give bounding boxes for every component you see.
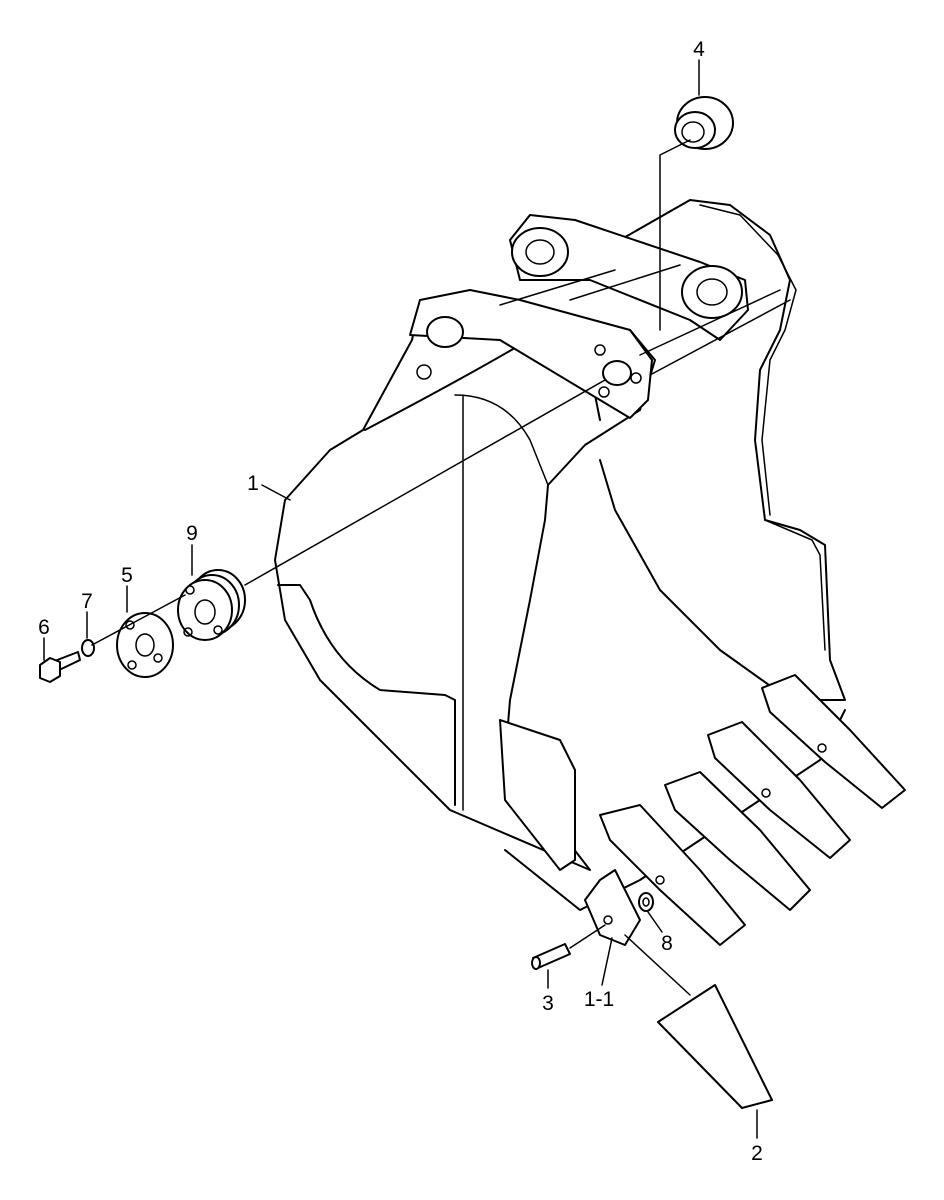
bucket-assembly bbox=[274, 199, 906, 946]
shim-bolt-hole-a bbox=[185, 585, 195, 595]
tooth-pin-hole-2 bbox=[655, 875, 665, 885]
bucket-bolt-hole-c bbox=[598, 386, 610, 398]
bucket-side-cutout bbox=[277, 584, 456, 806]
tooth-1 bbox=[584, 869, 641, 946]
bucket-cutting-edge bbox=[504, 709, 846, 911]
bushing-bore bbox=[681, 121, 705, 143]
callout-3: 3 bbox=[542, 992, 554, 1015]
tooth-tip-body bbox=[657, 984, 773, 1109]
washer-plate-bore bbox=[135, 633, 155, 657]
tooth-pin-hole-3 bbox=[761, 788, 771, 798]
leader-8 bbox=[647, 911, 663, 933]
callout-9: 9 bbox=[186, 522, 198, 545]
callout-2: 2 bbox=[751, 1142, 763, 1165]
part-4-bushing bbox=[674, 96, 734, 150]
part-7-lock-washer bbox=[81, 639, 95, 657]
bucket-top-lug-front bbox=[409, 289, 653, 419]
callout-4: 4 bbox=[693, 38, 705, 61]
tooth-3 bbox=[664, 771, 811, 911]
bucket-pin-bore-mid bbox=[525, 239, 555, 265]
bucket-pin-boss-side bbox=[602, 360, 632, 386]
bucket-bolt-hole-d bbox=[416, 364, 432, 380]
bucket-cross-member bbox=[499, 264, 791, 376]
callout-8: 8 bbox=[661, 932, 673, 955]
bolt-head bbox=[39, 657, 61, 683]
axis-line-washer bbox=[91, 594, 186, 646]
tooth-pin-hole-1 bbox=[603, 915, 613, 925]
tooth-pin-hole-4 bbox=[817, 743, 827, 753]
bucket-pin-boss-mid bbox=[511, 227, 569, 277]
pin-lock-bore bbox=[642, 897, 650, 907]
bucket-bolt-hole-a bbox=[594, 344, 606, 356]
bucket-pin-bore-rear bbox=[696, 278, 728, 306]
bucket-right-side-plate bbox=[599, 199, 846, 701]
tooth-2 bbox=[599, 804, 746, 946]
axis-line-tooth bbox=[569, 924, 691, 996]
leader-1 bbox=[261, 484, 291, 501]
tooth-4 bbox=[707, 721, 851, 859]
callout-1: 1 bbox=[247, 472, 259, 495]
washer-hole-c bbox=[127, 660, 137, 670]
part-2-tooth-tip bbox=[657, 984, 773, 1109]
tooth-tip-edge bbox=[741, 1099, 773, 1109]
part-8-pin-lock bbox=[638, 892, 654, 912]
callout-labels: 4 1 9 5 7 6 8 3 1-1 2 bbox=[38, 38, 763, 1165]
bucket-teeth-row bbox=[584, 674, 906, 946]
washer-hole-b bbox=[153, 653, 163, 663]
shim-bolt-hole-c bbox=[213, 625, 223, 635]
bucket-wear-strip bbox=[764, 519, 826, 651]
shim-bolt-hole-b bbox=[183, 627, 193, 637]
part-6-bolt bbox=[39, 651, 81, 683]
callout-1-1: 1-1 bbox=[584, 988, 614, 1011]
callout-6: 6 bbox=[38, 616, 50, 639]
shim-plate-front bbox=[177, 579, 233, 641]
axis-line-pin-4 bbox=[659, 139, 691, 331]
part-3-pin bbox=[531, 943, 571, 970]
leader-1-1 bbox=[601, 937, 613, 986]
tooth-5 bbox=[761, 674, 906, 809]
callout-5: 5 bbox=[121, 564, 133, 587]
bucket-pin-boss-front bbox=[426, 316, 464, 348]
assembly-lines bbox=[43, 59, 758, 1139]
washer-hole-a bbox=[125, 620, 135, 630]
shim-bore bbox=[194, 599, 216, 625]
pin-lock-ring bbox=[638, 892, 654, 912]
axis-line-shim bbox=[244, 379, 606, 586]
pin-end bbox=[531, 956, 541, 970]
bucket-side-wear-plate bbox=[499, 719, 576, 871]
bucket-bolt-hole-b bbox=[630, 372, 642, 384]
bucket-inner-edge bbox=[454, 394, 549, 811]
part-5-washer-plate bbox=[116, 612, 174, 678]
bucket-pin-boss-rear bbox=[681, 265, 743, 319]
washer-plate bbox=[116, 612, 174, 678]
bucket-right-inner bbox=[699, 204, 797, 516]
part-9-shim-stack bbox=[177, 569, 246, 641]
callout-7: 7 bbox=[81, 590, 93, 613]
